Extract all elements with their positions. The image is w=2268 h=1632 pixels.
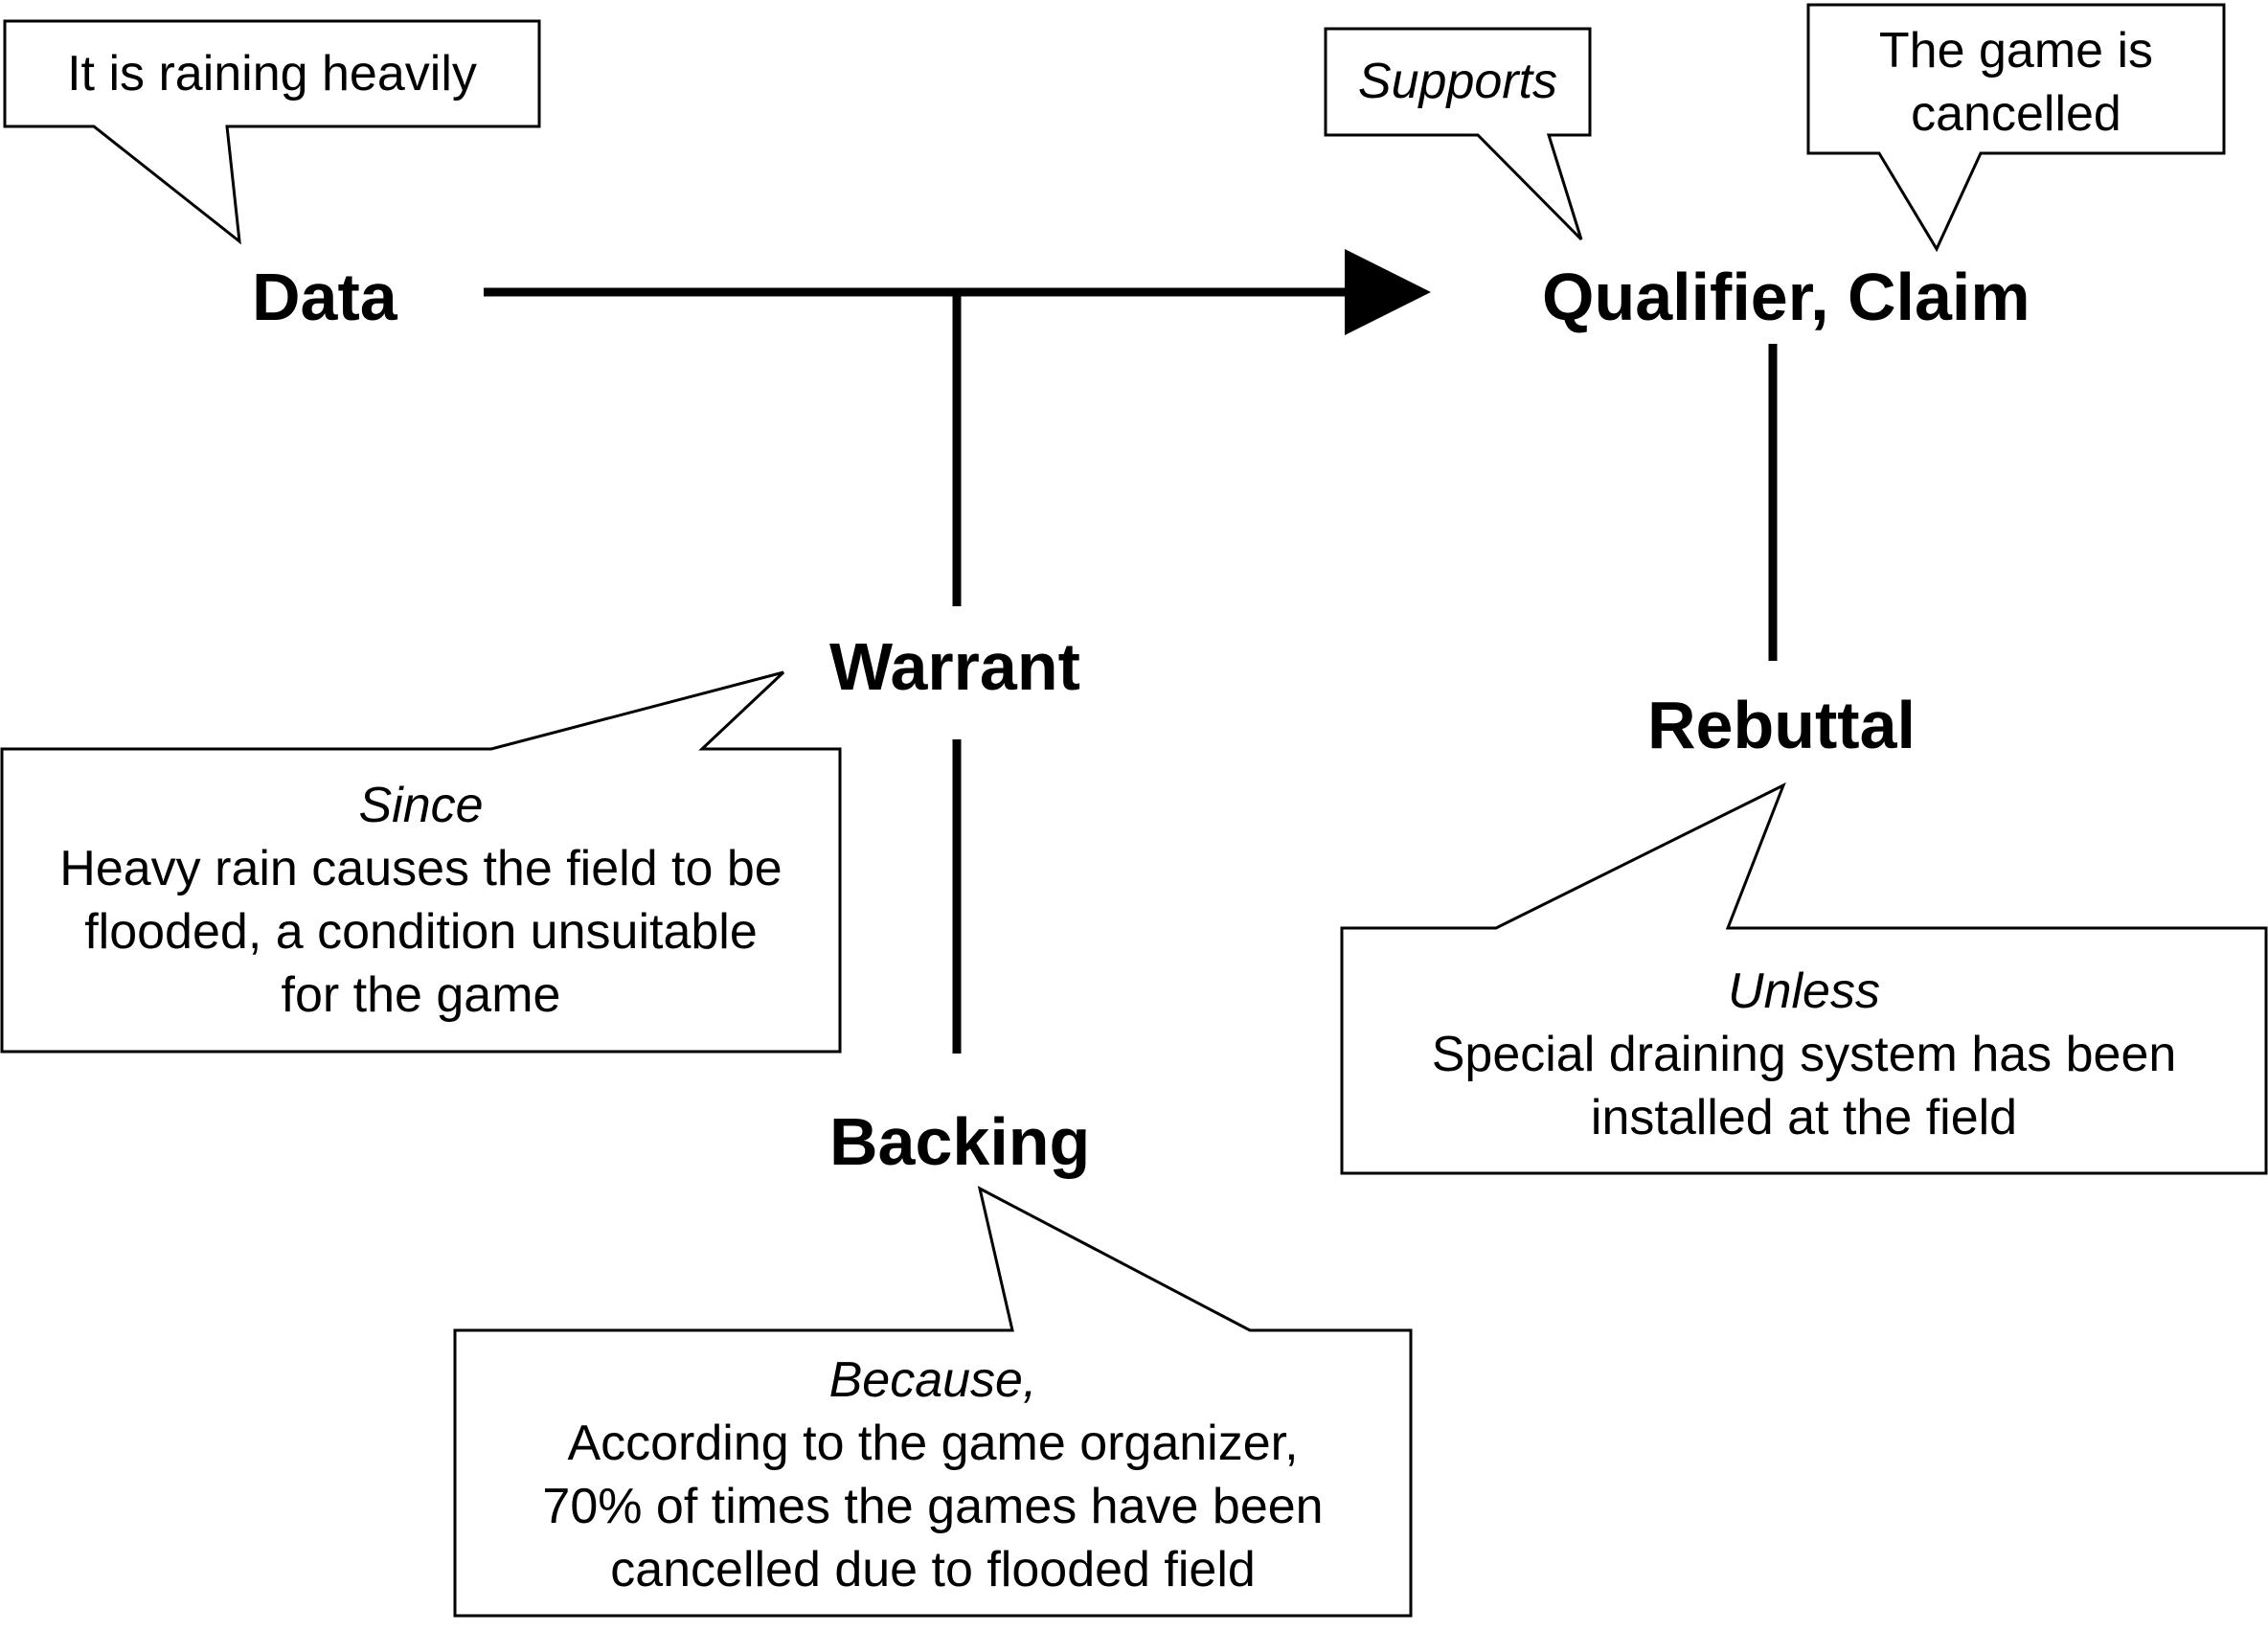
claim-callout-line: The game is bbox=[1878, 23, 2154, 79]
rebuttal-callout-text: Unless Special draining system has been … bbox=[1342, 960, 2266, 1149]
rebuttal-callout-line: installed at the field bbox=[1590, 1090, 2018, 1145]
backing-callout-line: 70% of times the games have been bbox=[542, 1479, 1324, 1534]
qualifier-callout-bubble bbox=[1324, 27, 1592, 241]
warrant-callout-line: Heavy rain causes the field to be bbox=[59, 841, 782, 896]
qualifier-callout-text: Supports bbox=[1326, 50, 1590, 113]
backing-callout-bubble bbox=[453, 1186, 1413, 1618]
data-callout-line: It is raining heavily bbox=[67, 46, 477, 102]
backing-node-label: Backing bbox=[829, 1104, 1091, 1179]
warrant-callout-line: flooded, a condition unsuitable bbox=[84, 904, 758, 960]
claim-callout-bubble bbox=[1806, 3, 2226, 253]
rebuttal-callout-bubble bbox=[1340, 782, 2268, 1175]
backing-callout-line: According to the game organizer, bbox=[567, 1416, 1299, 1471]
data-node-label: Data bbox=[252, 260, 397, 334]
warrant-callout-bubble bbox=[0, 670, 842, 1054]
warrant-callout-lead: Since bbox=[358, 778, 484, 833]
backing-callout-lead: Because, bbox=[828, 1352, 1037, 1408]
rebuttal-callout-lead: Unless bbox=[1728, 963, 1880, 1019]
data-callout-bubble bbox=[3, 19, 541, 245]
backing-callout-text: Because, According to the game organizer… bbox=[455, 1349, 1411, 1601]
qualifier-callout-lead: Supports bbox=[1357, 54, 1558, 109]
claim-callout-text: The game is cancelled bbox=[1808, 19, 2224, 146]
warrant-callout-line: for the game bbox=[281, 967, 561, 1023]
warrant-node-label: Warrant bbox=[829, 629, 1080, 704]
data-callout-text: It is raining heavily bbox=[5, 42, 539, 105]
claim-callout-line: cancelled bbox=[1911, 86, 2121, 142]
warrant-callout-text: Since Heavy rain causes the field to be … bbox=[2, 774, 840, 1027]
claim-node-label: Qualifier, Claim bbox=[1542, 260, 2030, 334]
rebuttal-node-label: Rebuttal bbox=[1647, 688, 1916, 762]
rebuttal-callout-line: Special draining system has been bbox=[1431, 1027, 2177, 1082]
backing-callout-line: cancelled due to flooded field bbox=[610, 1542, 1256, 1598]
